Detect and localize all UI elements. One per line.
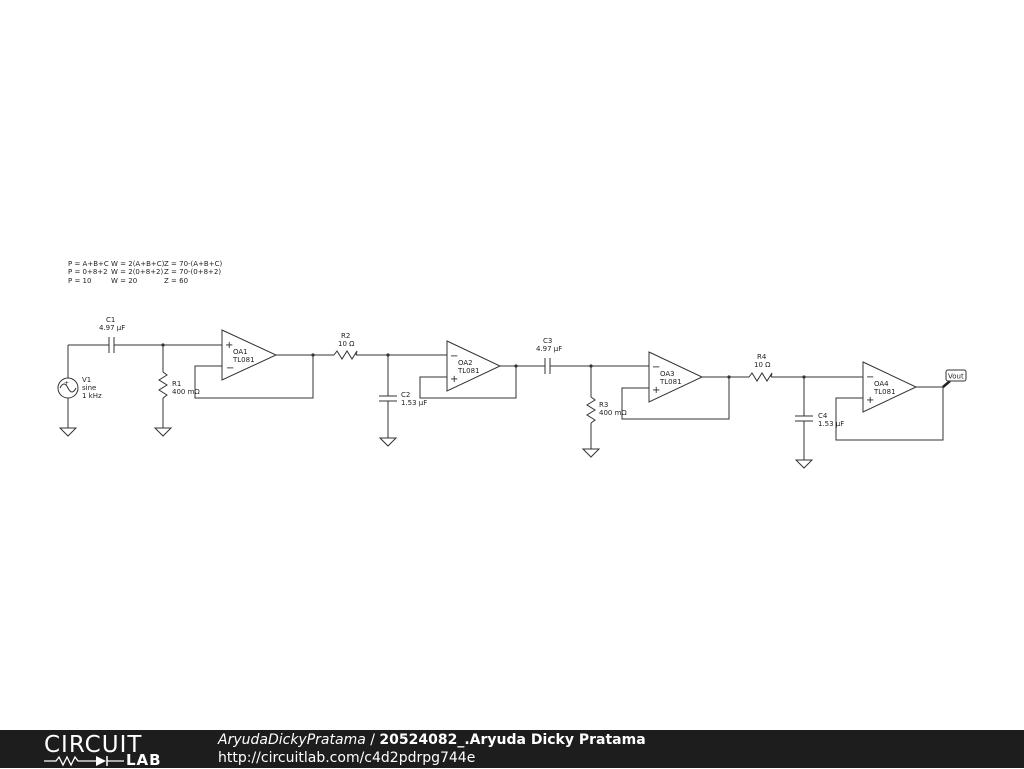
oa3-name: OA3 (660, 370, 675, 378)
opamp-oa4[interactable]: − + OA4 TL081 (835, 361, 944, 441)
footer-project-name[interactable]: 20524082_.Aryuda Dicky Pratama (379, 732, 646, 748)
r2-value: 10 Ω (338, 340, 355, 348)
r1-name: R1 (172, 380, 181, 388)
c3-name: C3 (543, 337, 552, 345)
oa2-part: TL081 (457, 367, 480, 375)
svg-text:+: + (64, 380, 69, 387)
circuitlab-logo[interactable]: CIRCUIT LAB (44, 732, 184, 769)
svg-text:+: + (652, 385, 660, 396)
logo-text-top: CIRCUIT (44, 732, 143, 758)
footer-username[interactable]: AryudaDickyPratama (218, 732, 366, 748)
resistor-r4[interactable]: R4 10 Ω (748, 353, 863, 382)
footer-bar: CIRCUIT LAB AryudaDickyPratama / 2052408… (0, 730, 1024, 769)
v1-name: V1 (82, 376, 91, 384)
equations-block: P = A+B+C W = 2(A+B+C) Z = 70-(A+B+C) P … (68, 260, 222, 285)
v1-freq: 1 kHz (82, 392, 102, 400)
source-v1[interactable]: + V1 sine 1 kHz (57, 345, 102, 437)
opamp-oa1[interactable]: + − OA1 TL081 (194, 329, 334, 399)
opamp-oa2[interactable]: − + OA2 TL081 (419, 340, 545, 399)
svg-text:+: + (450, 374, 458, 385)
v1-type: sine (82, 384, 96, 392)
r2-name: R2 (341, 332, 350, 340)
c4-name: C4 (818, 412, 828, 420)
r4-name: R4 (757, 353, 767, 361)
eq-row1-w: W = 2(A+B+C) (111, 260, 165, 268)
footer-separator: / (365, 732, 380, 748)
r1-value: 400 mΩ (172, 388, 200, 396)
eq-row3-w: W = 20 (111, 277, 137, 285)
capacitor-c4[interactable]: C4 1.53 µF (794, 375, 844, 469)
oa4-name: OA4 (874, 380, 889, 388)
svg-text:−: − (450, 351, 458, 362)
logo-text-bottom: LAB (126, 751, 162, 769)
logo-resistor-diode-icon (44, 755, 124, 767)
footer-url[interactable]: http://circuitlab.com/c4d2pdrpg744e (218, 750, 476, 766)
svg-text:−: − (652, 362, 660, 373)
r3-name: R3 (599, 401, 608, 409)
eq-row2-w: W = 2(0+8+2) (111, 268, 164, 276)
oa4-part: TL081 (873, 388, 896, 396)
c2-name: C2 (401, 391, 410, 399)
opamp-oa3[interactable]: − + OA3 TL081 (621, 351, 749, 420)
oa3-part: TL081 (659, 378, 682, 386)
svg-text:−: − (866, 372, 874, 383)
r3-value: 400 mΩ (599, 409, 627, 417)
capacitor-c1[interactable]: C1 4.97 µF (68, 316, 222, 353)
capacitor-c3[interactable]: C3 4.97 µF (536, 337, 649, 374)
vout-text: Vout (948, 373, 964, 381)
eq-row2-p: P = 0+8+2 (68, 268, 108, 276)
c1-value: 4.97 µF (99, 324, 125, 332)
c2-value: 1.53 µF (401, 399, 427, 407)
schematic-canvas: P = A+B+C W = 2(A+B+C) Z = 70-(A+B+C) P … (57, 260, 967, 469)
svg-text:+: + (866, 395, 874, 406)
eq-row2-z: Z = 70-(0+8+2) (164, 268, 221, 276)
eq-row3-p: P = 10 (68, 277, 91, 285)
c1-name: C1 (106, 316, 115, 324)
r4-value: 10 Ω (754, 361, 771, 369)
resistor-r3[interactable]: R3 400 mΩ (581, 364, 627, 458)
resistor-r2[interactable]: R2 10 Ω (333, 332, 447, 360)
c3-value: 4.97 µF (536, 345, 562, 353)
vout-label[interactable]: Vout (942, 369, 967, 388)
svg-text:+: + (225, 340, 233, 351)
oa1-part: TL081 (232, 356, 255, 364)
svg-text:−: − (226, 363, 234, 374)
resistor-r1[interactable]: R1 400 mΩ (153, 343, 200, 437)
footer-title: AryudaDickyPratama / 20524082_.Aryuda Di… (218, 732, 646, 748)
eq-row1-p: P = A+B+C (68, 260, 109, 268)
capacitor-c2[interactable]: C2 1.53 µF (378, 353, 427, 447)
oa2-name: OA2 (458, 359, 473, 367)
eq-row1-z: Z = 70-(A+B+C) (164, 260, 222, 268)
eq-row3-z: Z = 60 (164, 277, 188, 285)
c4-value: 1.53 µF (818, 420, 844, 428)
oa1-name: OA1 (233, 348, 248, 356)
